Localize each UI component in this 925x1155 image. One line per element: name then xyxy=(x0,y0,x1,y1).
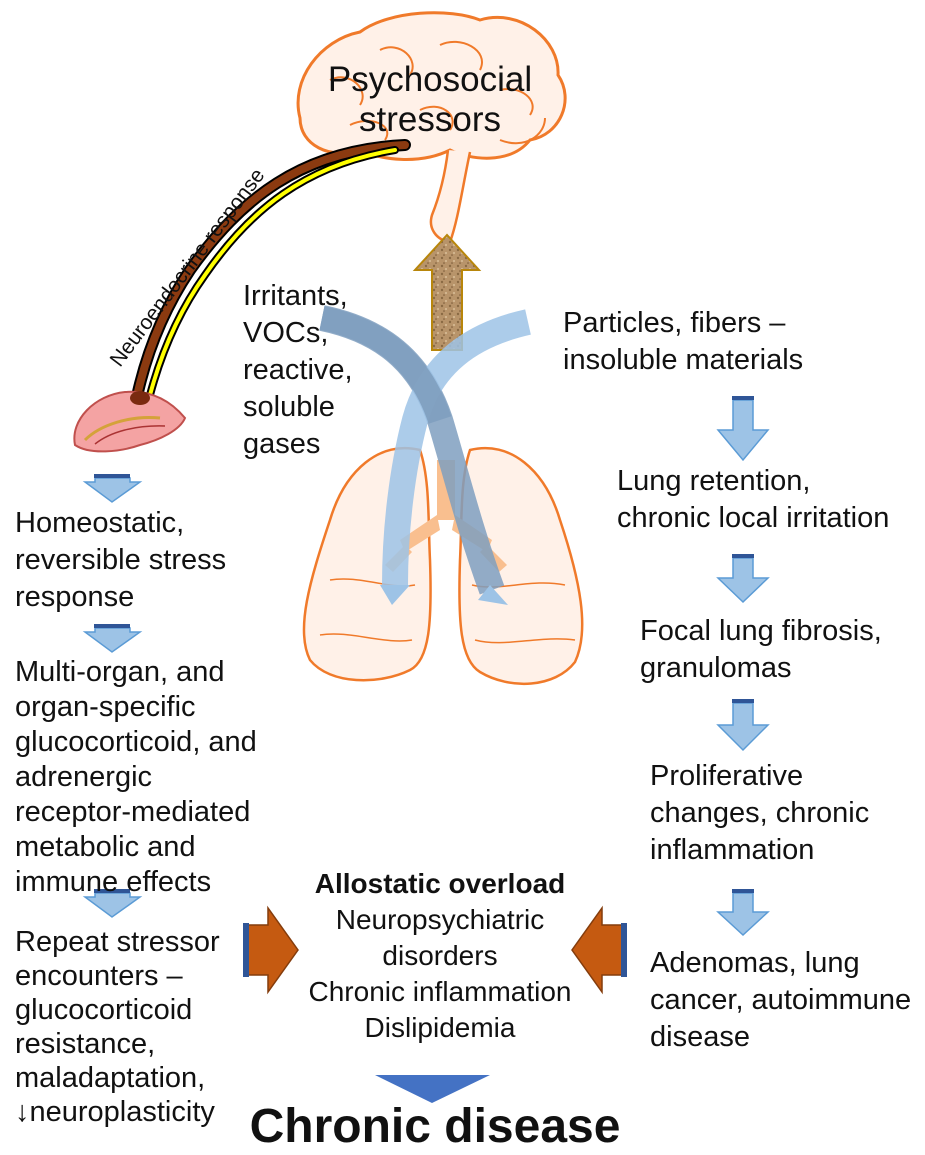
repeat-stressor-label: Repeat stressor encounters – glucocortic… xyxy=(15,925,220,1129)
homeostatic-label: Homeostatic, reversible stress response xyxy=(15,505,226,616)
down-arrow-right-1 xyxy=(718,396,768,460)
lung-retention-label: Lung retention, chronic local irritation xyxy=(617,463,889,537)
focal-fibrosis-label: Focal lung fibrosis, granulomas xyxy=(640,613,882,687)
down-arrow-right-3 xyxy=(718,699,768,750)
allostatic-items: Neuropsychiatric disorders Chronic infla… xyxy=(290,902,590,1046)
down-arrow-right-4 xyxy=(718,889,768,935)
down-arrow-left-2 xyxy=(85,624,140,652)
down-arrow-left-1 xyxy=(85,474,140,502)
allostatic-heading: Allostatic overload xyxy=(290,866,590,902)
chronic-disease-title: Chronic disease xyxy=(220,1100,650,1154)
down-arrow-right-2 xyxy=(718,554,768,602)
psychosocial-stressors-title: Psychosocial stressors xyxy=(300,60,560,140)
adenomas-label: Adenomas, lung cancer, autoimmune diseas… xyxy=(650,945,911,1056)
irritants-label: Irritants, VOCs, reactive, soluble gases xyxy=(243,278,353,463)
proliferative-label: Proliferative changes, chronic inflammat… xyxy=(650,758,869,869)
multi-organ-label: Multi-organ, and organ-specific glucocor… xyxy=(15,655,257,900)
particles-label: Particles, fibers – insoluble materials xyxy=(563,305,803,379)
adrenal-gland-icon xyxy=(74,391,185,451)
down-triangle-arrow xyxy=(375,1075,490,1103)
